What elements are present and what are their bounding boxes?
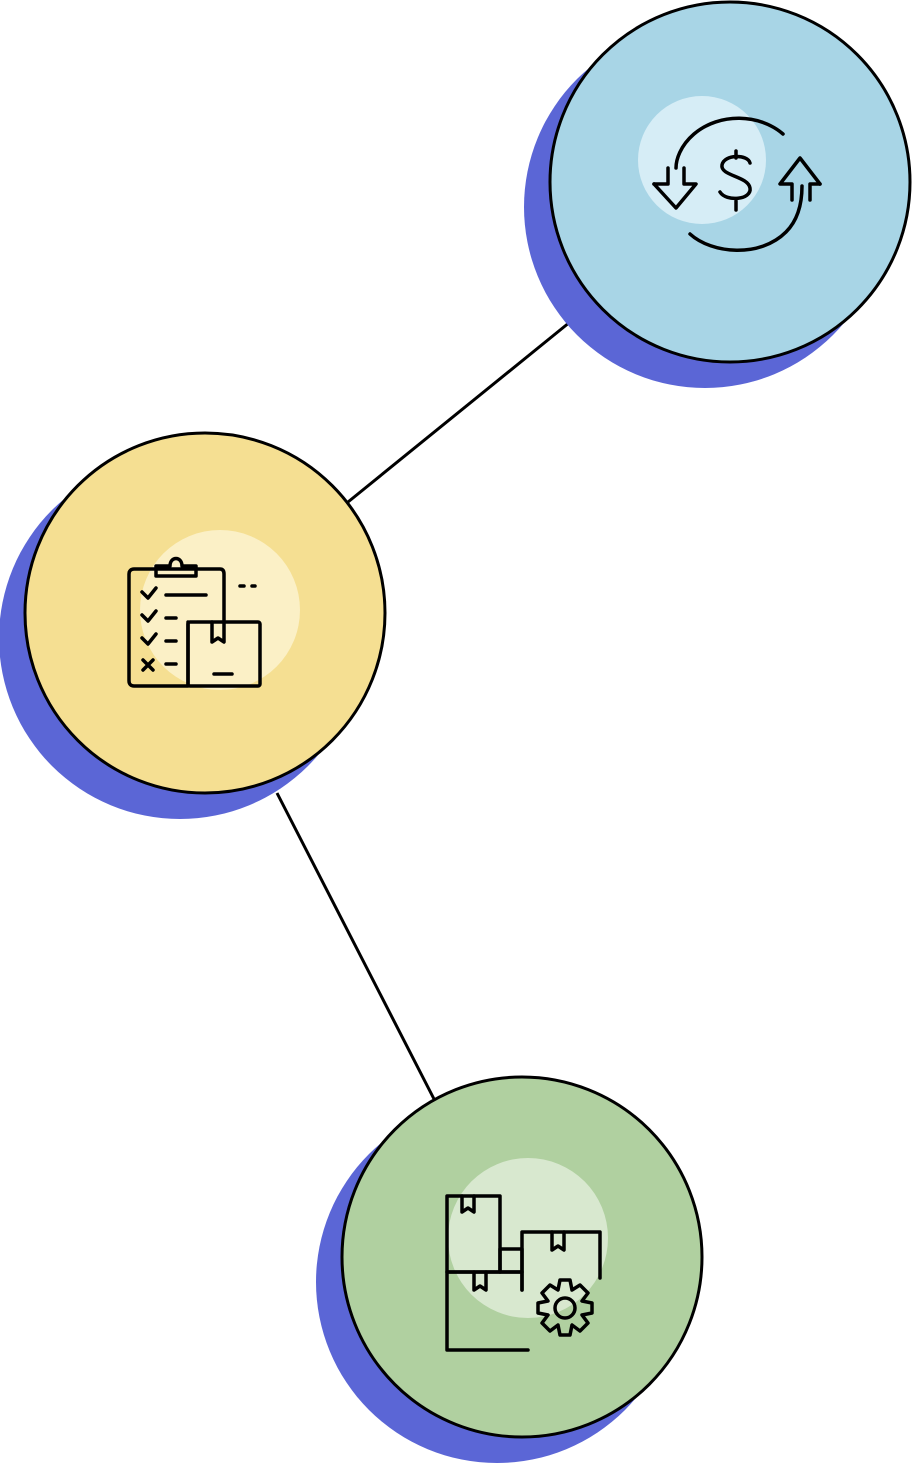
boxes-gear-icon: [445, 1194, 602, 1352]
connector-money-to-inventory: [347, 320, 571, 504]
node-warehouse-settings[interactable]: [316, 1075, 704, 1463]
connector-inventory-to-warehouse: [275, 792, 436, 1100]
node-highlight: [448, 1158, 608, 1318]
node-highlight: [638, 96, 766, 224]
clipboard-box-icon: [127, 556, 262, 688]
node-money-cycle[interactable]: [524, 0, 912, 388]
node-highlight: [140, 530, 300, 690]
dollar-cycle-icon: [652, 116, 822, 252]
node-inventory-checklist[interactable]: [0, 431, 387, 819]
